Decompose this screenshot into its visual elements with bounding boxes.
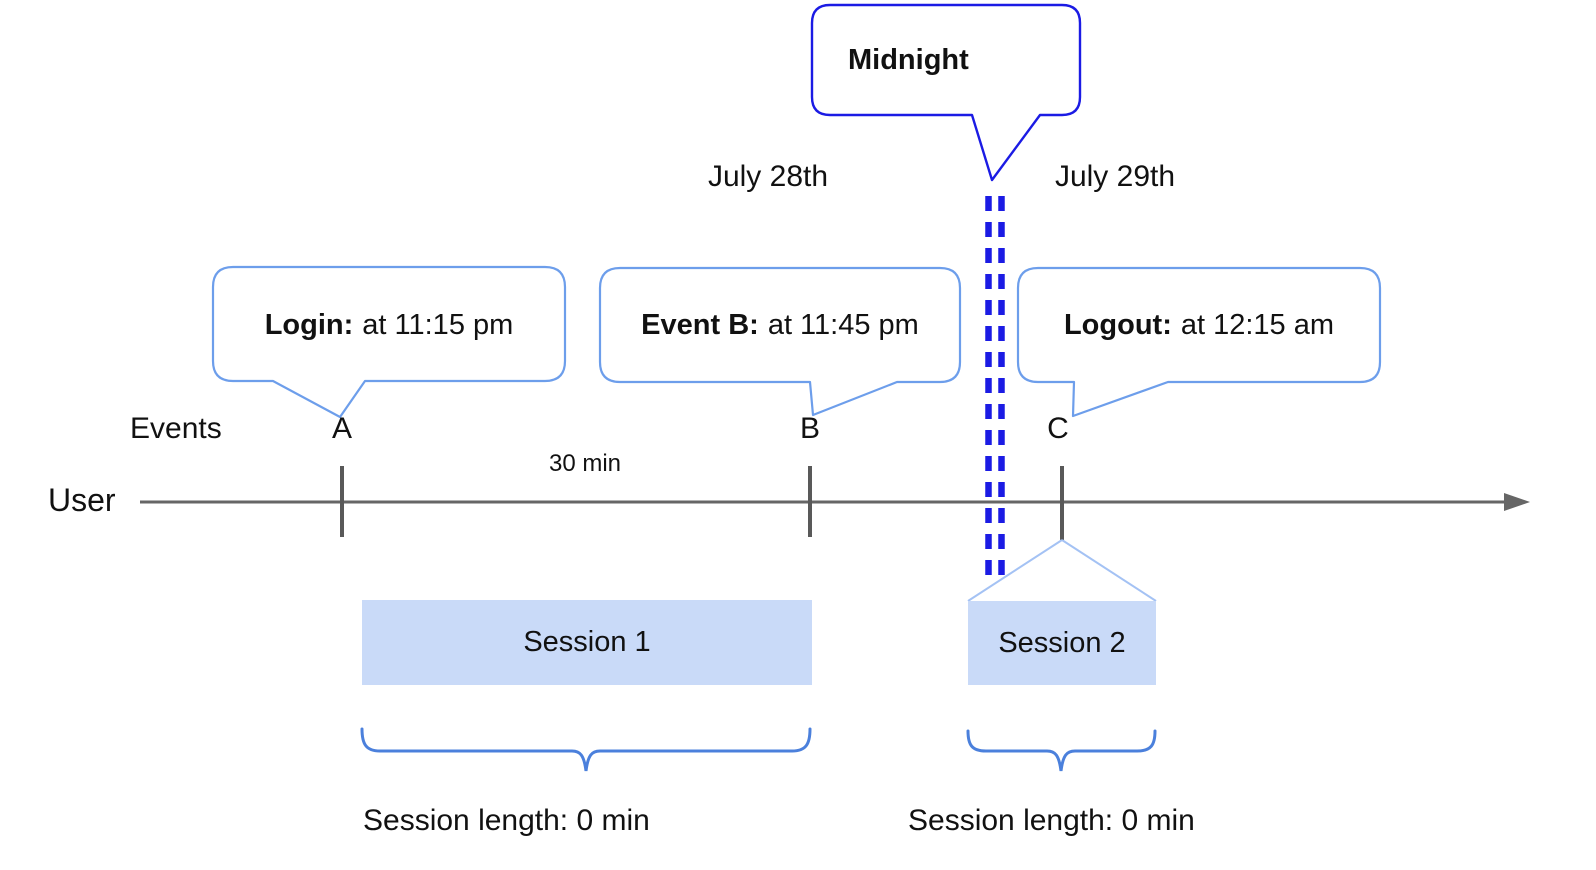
login-callout-shape [211,265,567,419]
interval-label-30-min: 30 min [548,450,622,477]
session-2-brace [966,729,1157,772]
user-row-label: User [48,482,116,518]
login-callout-title: Login: [264,308,354,341]
events-row-label: Events [130,412,222,445]
session-1-length-label: Session length: 0 min [363,804,650,837]
session-1-box: Session 1 [362,600,812,685]
session-2-connector-left [967,539,1063,602]
logout-callout-detail: at 12:15 am [1180,308,1335,341]
event-b-callout-shape [598,266,962,417]
event-b-callout-label: Event B: at 11:45 pm [600,268,960,382]
logout-callout-title: Logout: [1063,308,1172,341]
login-callout-label: Login: at 11:15 pm [213,268,565,382]
session-2-label: Session 2 [998,626,1126,659]
event-label-b: B [799,412,820,445]
login-callout-detail: at 11:15 pm [362,308,514,341]
logout-callout-shape [1016,266,1382,418]
date-label-july-29: July 29th [1054,160,1176,193]
midnight-callout-shape [810,3,1082,182]
date-label-july-28: July 28th [707,160,829,193]
midnight-callout-label: Midnight [848,44,969,76]
session-1-label: Session 1 [523,626,651,658]
logout-callout-label: Logout: at 12:15 am [1018,268,1380,382]
session-1-brace [360,727,812,772]
session-2-connector-right [1061,539,1157,602]
timeline-arrowhead-icon [1504,493,1530,511]
event-b-callout-detail: at 11:45 pm [767,308,919,341]
session-2-box: Session 2 [968,601,1156,685]
event-label-c: C [1047,412,1069,445]
event-b-callout-title: Event B: [641,308,759,341]
event-label-a: A [331,412,352,445]
session-2-length-label: Session length: 0 min [908,804,1195,837]
